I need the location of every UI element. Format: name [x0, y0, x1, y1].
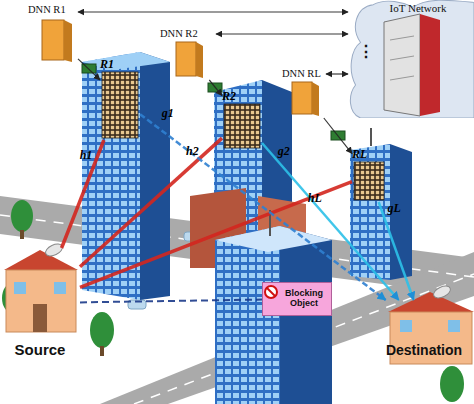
- iot-cloud: IoT Network: [348, 0, 474, 118]
- channel-label: gL: [387, 200, 400, 215]
- link-line: [324, 118, 352, 154]
- tree-trunk: [20, 230, 24, 239]
- link-line: [78, 11, 348, 12]
- link-line: [262, 143, 399, 300]
- relay-node: R1: [100, 58, 140, 140]
- server-side: [312, 82, 319, 116]
- tree-trunk: [100, 346, 104, 356]
- house-window: [54, 282, 66, 294]
- house-window: [448, 320, 460, 332]
- server-side: [64, 20, 72, 62]
- mast: [370, 128, 372, 146]
- building-side: [390, 144, 412, 280]
- house: [6, 270, 76, 332]
- channel-label: g1: [162, 106, 174, 121]
- channel-label: h2: [186, 144, 199, 159]
- satellite-dish: [44, 242, 65, 259]
- source-node: Source: [0, 248, 80, 358]
- relay-building: [350, 144, 390, 280]
- circuit-board: [331, 131, 345, 140]
- channel-label: g2: [278, 143, 290, 158]
- server-slot: [390, 76, 414, 80]
- link-line: [379, 202, 414, 300]
- destination-node: Destination: [374, 300, 474, 358]
- link-line: [80, 182, 352, 288]
- server-icon: [42, 20, 64, 60]
- link-line: [78, 59, 100, 80]
- channel-label: h1: [80, 148, 93, 163]
- node-text: R2: [222, 90, 262, 103]
- node-text: Destination: [374, 343, 474, 358]
- node-text: RL: [352, 148, 386, 161]
- cloud-outline: [350, 0, 474, 118]
- tree: [90, 312, 114, 348]
- server-tower-side: [420, 14, 440, 116]
- car: [128, 300, 146, 309]
- antenna-array: [102, 72, 138, 138]
- mast: [269, 210, 271, 236]
- relay-building: [82, 52, 140, 300]
- house-window: [400, 320, 412, 332]
- building-roof: [215, 226, 332, 252]
- tree: [11, 200, 33, 232]
- link-line: [326, 73, 348, 74]
- prohibition-slash: [267, 288, 275, 296]
- node-text: IoT Network: [362, 2, 474, 14]
- dnn-server: DNN R2: [160, 28, 216, 80]
- tree: [440, 366, 464, 402]
- channel-label: hL: [308, 191, 322, 206]
- blocking-object: Blocking Object: [262, 282, 332, 316]
- node-text: DNN R2: [160, 28, 216, 40]
- server-icon: [176, 42, 196, 76]
- building-side: [140, 52, 170, 300]
- dnn-server: DNN RL: [282, 68, 326, 118]
- relay-node: RL: [352, 148, 386, 202]
- server-side: [196, 42, 203, 78]
- server-slot: [390, 36, 414, 40]
- node-text: DNN R1: [28, 4, 78, 16]
- antenna-array: [354, 162, 384, 200]
- link-line: [80, 138, 222, 267]
- server-slot: [390, 56, 414, 60]
- antenna-array: [224, 104, 260, 148]
- link-line: [80, 300, 262, 303]
- node-text: Source: [0, 342, 80, 359]
- house-window: [14, 282, 26, 294]
- circuit-board: [82, 64, 96, 73]
- dnn-server: DNN R1: [28, 4, 78, 66]
- house-door: [33, 304, 47, 332]
- node-text: DNN RL: [282, 68, 326, 80]
- circuit-board: [208, 83, 222, 92]
- server-icon: [292, 82, 312, 114]
- prohibition-sign: [265, 286, 277, 298]
- cloud-shape: [348, 0, 474, 118]
- link-line: [62, 140, 104, 248]
- link-line: [140, 114, 386, 300]
- node-text: Blocking Object: [279, 289, 329, 309]
- relay-node: R2: [222, 90, 262, 150]
- server-tower: [384, 14, 420, 116]
- satellite-dish: [432, 284, 453, 301]
- link-line: [209, 80, 222, 96]
- link-line: [216, 33, 348, 34]
- node-text: R1: [100, 58, 140, 71]
- house-roof: [388, 292, 474, 312]
- house-roof: [4, 250, 78, 270]
